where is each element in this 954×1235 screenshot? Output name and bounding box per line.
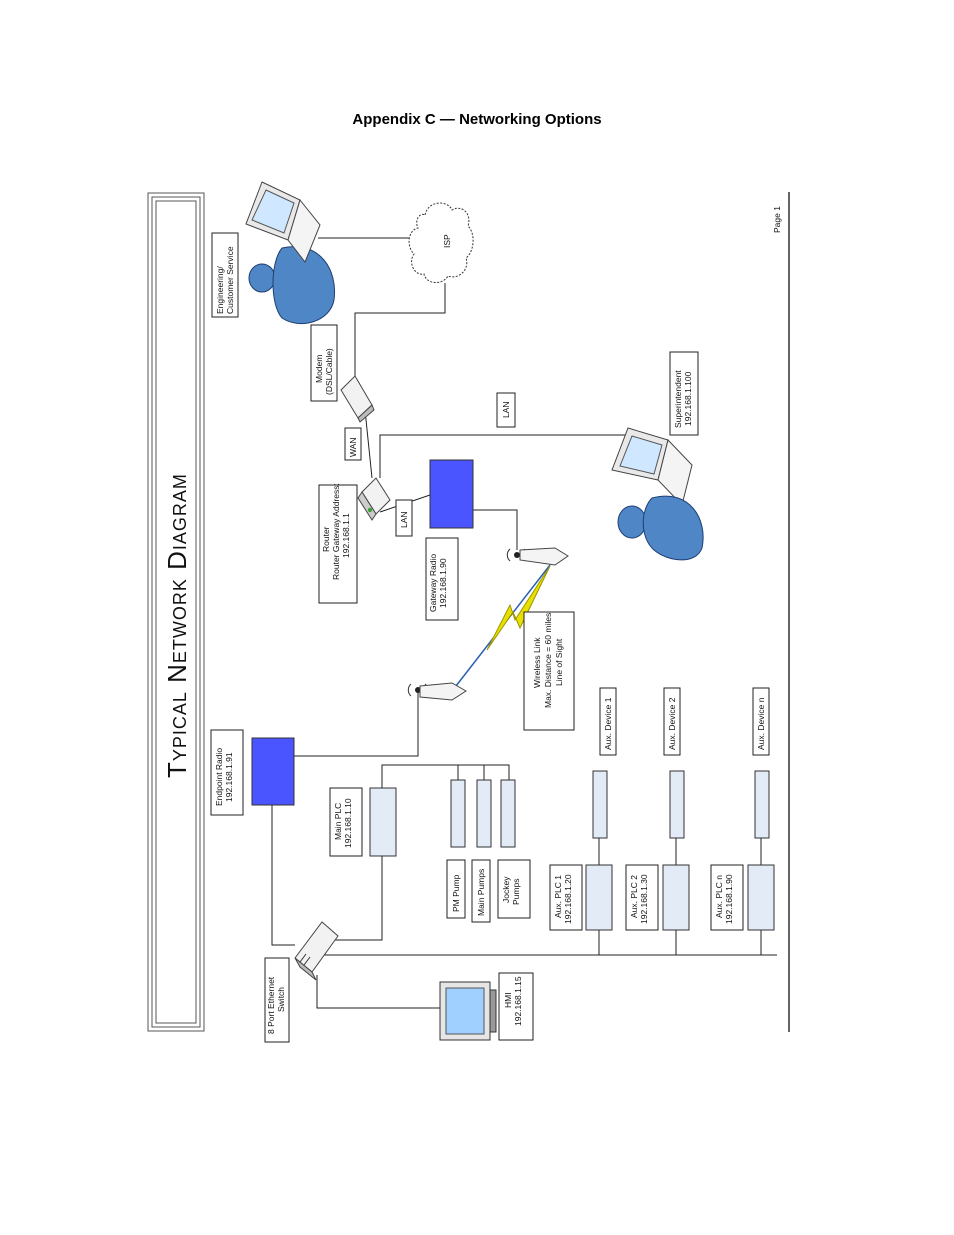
page-title: Appendix C — Networking Options [352, 111, 602, 128]
aux-plc-n-box [747, 864, 775, 931]
lan-top-label: LAN [501, 401, 511, 418]
engineering-laptop-icon [245, 181, 321, 263]
aux-device-2-box [669, 770, 685, 839]
gateway-antenna-icon [506, 547, 569, 566]
main-pumps-box [476, 779, 492, 848]
endpoint-radio-box [251, 737, 295, 806]
superintendent-label: Superintendent 192.168.1.100 [673, 368, 693, 428]
gateway-radio-box [429, 459, 474, 529]
hmi-label: HMI 192.168.1.15 [503, 976, 523, 1026]
switch-label: 8 Port Ethernet Switch [266, 974, 286, 1034]
aux-device-n-label: Aux. Device n [756, 697, 766, 750]
engineering-person-icon [248, 246, 336, 325]
isp-cloud-icon [408, 202, 474, 283]
modem-icon [340, 375, 375, 423]
lan-router-label: LAN [399, 511, 409, 528]
lightning-bolt-icon [455, 564, 551, 687]
title-banner [147, 192, 205, 1032]
isp-label: ISP [442, 234, 452, 248]
modem-label: Modem (DSL/Cable) [314, 348, 334, 395]
jockey-pumps-box [500, 779, 516, 848]
ethernet-switch-icon [294, 921, 339, 981]
jockey-pumps-label: Jockey Pumps [501, 874, 521, 905]
main-plc-label: Main PLC 192.168.1.10 [333, 798, 353, 848]
aux-device-n-box [754, 770, 770, 839]
pm-pump-label: PM Pump [451, 874, 461, 912]
router-label: Router Router Gateway Address: 192.168.1… [321, 481, 351, 580]
router-icon [357, 477, 391, 521]
diagram-title: Typical Network Diagram [162, 473, 192, 778]
page-number: Page 1 [772, 206, 782, 233]
wan-label: WAN [348, 437, 358, 457]
main-plc-box [369, 787, 397, 857]
aux-device-1-box [592, 770, 608, 839]
superintendent-laptop-icon [611, 427, 693, 506]
aux-device-2-label: Aux. Device 2 [667, 697, 677, 750]
aux-plc-n-label: Aux. PLC n 192.168.1.90 [714, 873, 734, 924]
endpoint-radio-label: Endpoint Radio 192.168.1.91 [214, 745, 234, 806]
wireless-link-label: Wireless Link Max. Distance = 60 miles L… [532, 610, 564, 708]
aux-plc-1-box [585, 864, 613, 931]
pm-pump-box [450, 779, 466, 848]
superintendent-person-icon [617, 495, 704, 561]
aux-plc-2-box [662, 864, 690, 931]
main-pumps-label: Main Pumps [476, 869, 486, 916]
aux-plc-1-label: Aux. PLC 1 192.168.1.20 [553, 873, 573, 924]
gateway-radio-label: Gateway Radio 192.168.1.90 [428, 552, 448, 613]
aux-plc-2-label: Aux. PLC 2 192.168.1.30 [629, 873, 649, 924]
aux-device-1-label: Aux. Device 1 [603, 697, 613, 750]
engineering-label: Engineering/ Customer Service [215, 246, 235, 314]
endpoint-antenna-icon [407, 682, 467, 701]
hmi-monitor-icon [439, 981, 497, 1041]
